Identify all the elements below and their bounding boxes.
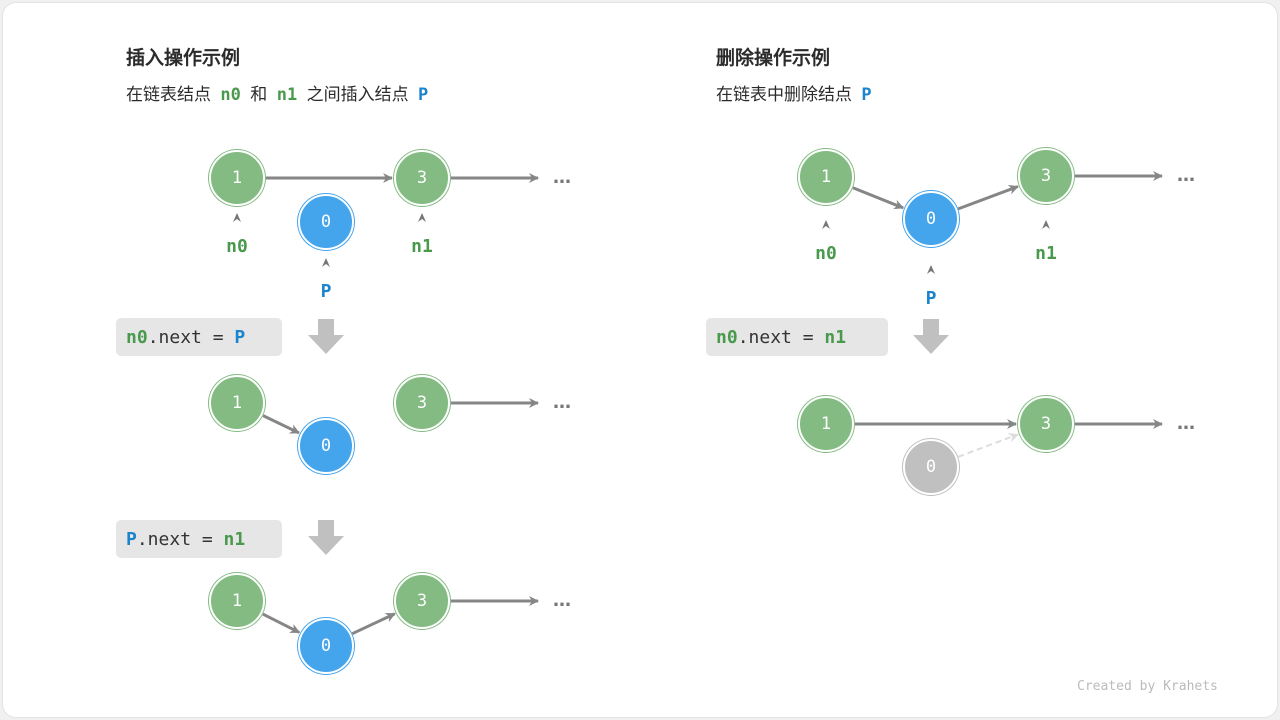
pointer-caret-icon [418, 213, 426, 222]
svg-text:0: 0 [926, 209, 936, 229]
svg-text:3: 3 [1041, 414, 1051, 434]
pointer-label-p: P [926, 288, 937, 309]
link-arrow [351, 612, 396, 636]
pointer-label-n1: n1 [411, 236, 433, 257]
svg-text:0: 0 [926, 457, 936, 477]
subtitle-text: 和 [245, 85, 273, 105]
subtitle-p: P [861, 85, 871, 105]
node-0-removed: 0 [902, 438, 960, 496]
node-3: 3 [1017, 147, 1075, 205]
node-0-p: 0 [902, 190, 960, 248]
link-arrow [262, 612, 301, 634]
svg-text:n0.next = P: n0.next = P [126, 327, 245, 348]
svg-text:P.next = n1: P.next = n1 [126, 529, 245, 550]
link-arrow [852, 186, 905, 210]
svg-text:1: 1 [821, 414, 831, 434]
pointer-label-p: P [321, 281, 332, 302]
subtitle-text: 在链表中删除结点 [716, 85, 857, 105]
down-arrow-icon [308, 319, 344, 354]
node-3: 3 [393, 572, 451, 630]
ellipsis: … [553, 167, 571, 188]
svg-text:1: 1 [232, 168, 242, 188]
node-0-p: 0 [297, 617, 355, 675]
code-box-insert-1: n0.next = P [116, 318, 282, 356]
subtitle-p: P [418, 85, 428, 105]
node-3: 3 [1017, 395, 1075, 453]
svg-text:3: 3 [417, 393, 427, 413]
insert-subtitle: 在链表结点 n0 和 n1 之间插入结点 P [126, 85, 428, 105]
down-arrow-icon [308, 520, 344, 555]
svg-text:1: 1 [821, 167, 831, 187]
remove-subtitle: 在链表中删除结点 P [716, 85, 872, 105]
down-arrow-icon [913, 319, 949, 354]
svg-text:3: 3 [417, 168, 427, 188]
pointer-caret-icon [822, 220, 830, 229]
removed-link-arrow [957, 432, 1019, 458]
ellipsis: … [1177, 413, 1195, 434]
node-3: 3 [393, 374, 451, 432]
node-1: 1 [797, 395, 855, 453]
node-3: 3 [393, 149, 451, 207]
subtitle-text: 之间插入结点 [301, 85, 414, 105]
node-0-p: 0 [297, 417, 355, 475]
svg-text:0: 0 [321, 212, 331, 232]
subtitle-n0: n0 [220, 85, 240, 105]
subtitle-text: 在链表结点 [126, 85, 216, 105]
svg-text:n0.next = n1: n0.next = n1 [716, 327, 846, 348]
subtitle-n1: n1 [277, 85, 297, 105]
pointer-caret-icon [322, 258, 330, 267]
svg-text:0: 0 [321, 636, 331, 656]
svg-text:3: 3 [417, 591, 427, 611]
svg-text:1: 1 [232, 393, 242, 413]
ellipsis: … [1177, 165, 1195, 186]
node-1: 1 [208, 572, 266, 630]
svg-text:1: 1 [232, 591, 242, 611]
pointer-caret-icon [233, 213, 241, 222]
svg-text:3: 3 [1041, 166, 1051, 186]
code-box-remove: n0.next = n1 [706, 318, 888, 356]
pointer-caret-icon [1042, 220, 1050, 229]
credit-text: Created by Krahets [1077, 679, 1218, 694]
node-1: 1 [797, 148, 855, 206]
svg-text:0: 0 [321, 436, 331, 456]
link-arrow [957, 184, 1019, 211]
node-1: 1 [208, 374, 266, 432]
pointer-label-n1: n1 [1035, 243, 1057, 264]
ellipsis: … [553, 590, 571, 611]
node-1: 1 [208, 149, 266, 207]
insert-title: 插入操作示例 [126, 46, 240, 69]
link-arrow [262, 414, 300, 435]
pointer-caret-icon [927, 265, 935, 274]
remove-title: 删除操作示例 [716, 46, 830, 69]
pointer-label-n0: n0 [226, 236, 248, 257]
code-box-insert-2: P.next = n1 [116, 520, 282, 558]
ellipsis: … [553, 392, 571, 413]
pointer-label-n0: n0 [815, 243, 837, 264]
node-0-p: 0 [297, 193, 355, 251]
